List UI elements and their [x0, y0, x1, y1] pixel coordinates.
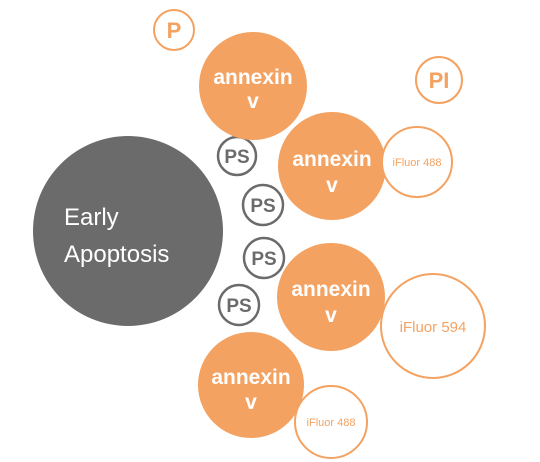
annexin-v-2: annexin v: [278, 112, 386, 220]
annexin-v-4: annexin v: [198, 332, 304, 438]
fluor-label: iFluor 488: [307, 417, 356, 429]
p-label: P: [167, 18, 182, 43]
annexin-label-line1: annexin: [213, 66, 292, 89]
annexin-label-line1: annexin: [211, 366, 290, 389]
annexin-v-3: annexin v: [277, 243, 385, 351]
annexin-label-line1: annexin: [292, 148, 371, 171]
ps-label: PS: [224, 147, 249, 168]
annexin-label-line1: annexin: [291, 278, 370, 301]
annexin-label-line2: v: [245, 391, 257, 414]
cell-body: [33, 136, 223, 326]
ps-label: PS: [226, 296, 251, 317]
fluor-label: iFluor 488: [393, 157, 442, 169]
p-marker: P: [153, 9, 195, 51]
ps-label: PS: [250, 196, 275, 217]
ps-marker-2: PS: [241, 183, 285, 227]
annexin-label-line2: v: [325, 304, 337, 327]
pi-marker: PI: [415, 56, 463, 104]
fluor-label: iFluor 594: [400, 319, 467, 336]
annexin-label-line2: v: [326, 174, 338, 197]
ps-marker-3: PS: [242, 236, 286, 280]
ifluor-594: iFluor 594: [380, 273, 486, 379]
pi-label: PI: [429, 68, 450, 93]
early-apoptosis-cell: Early Apoptosis: [33, 136, 223, 326]
ps-marker-4: PS: [217, 283, 261, 327]
annexin-label-line2: v: [247, 90, 259, 113]
cell-label-line1: Early: [64, 204, 119, 231]
ps-marker-1: PS: [216, 135, 258, 177]
ps-label: PS: [251, 249, 276, 270]
ifluor-488-bottom: iFluor 488: [294, 385, 368, 459]
ifluor-488-top: iFluor 488: [381, 126, 453, 198]
cell-label-line2: Apoptosis: [64, 241, 169, 268]
annexin-v-1: annexin v: [199, 32, 307, 140]
